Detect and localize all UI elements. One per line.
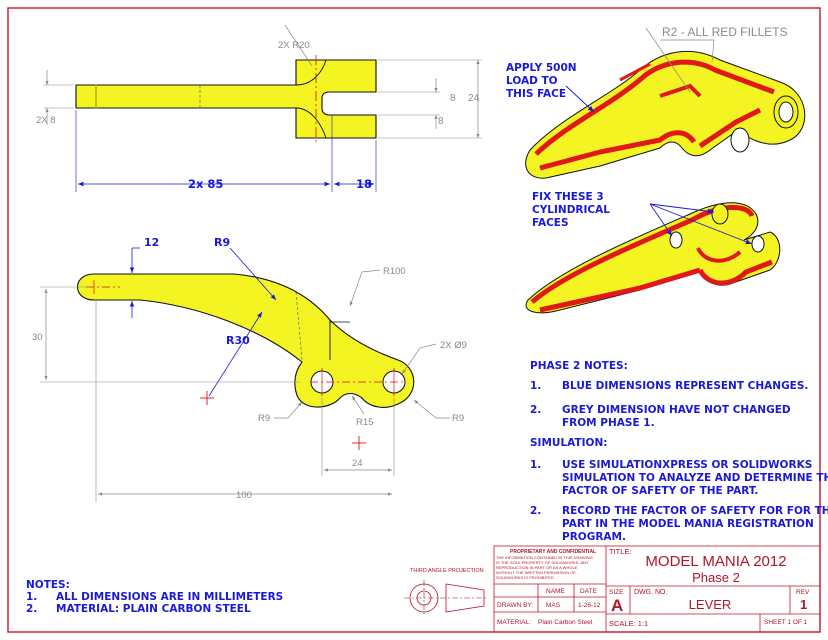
- sim-2-line-1: RECORD THE FACTOR OF SAFETY FOR FOR THE: [562, 505, 828, 517]
- projection-label: THIRD ANGLE PROJECTION: [410, 568, 484, 574]
- date-value: 1-26-12: [578, 602, 601, 609]
- length-label: 2x 85: [188, 177, 223, 191]
- name-header: NAME: [546, 588, 565, 595]
- fork-dim: 8: [438, 116, 444, 127]
- title-label: TITLE:: [609, 547, 632, 556]
- slot-dim: 8: [450, 93, 456, 104]
- fillet-label: 2X R20: [278, 40, 310, 51]
- size-label: SIZE: [609, 589, 624, 596]
- date-header: DATE: [580, 588, 598, 595]
- general-notes: NOTES: 1. ALL DIMENSIONS ARE IN MILLIMET…: [26, 579, 283, 615]
- note-2-num: 2.: [26, 603, 37, 615]
- fix-note-2: CYLINDRICAL: [532, 204, 610, 216]
- phase-note-2-num: 2.: [530, 404, 541, 416]
- overall-label: 100: [236, 490, 252, 501]
- fork-length: 18: [356, 177, 372, 191]
- phase-note-2-line-1: GREY DIMENSION HAVE NOT CHANGED: [562, 404, 791, 416]
- drawn-by-label: DRAWN BY:: [497, 602, 533, 609]
- load-note-3: THIS FACE: [506, 88, 566, 100]
- r100-label: R100: [383, 266, 406, 277]
- proprietary-line-1: THE INFORMATION CONTAINED IN THIS DRAWIN…: [496, 555, 593, 560]
- r9-label: R9: [214, 236, 230, 249]
- notes-header: NOTES:: [26, 579, 70, 591]
- sim-1-num: 1.: [530, 459, 541, 471]
- side-view: 12 R9 R100 R30 30 2X Ø9 R9 R9 R15 24 100: [32, 236, 467, 502]
- spacing-label: 24: [352, 458, 363, 469]
- drawn-by-value: MAS: [546, 602, 561, 609]
- material-label: MATERIAL:: [497, 619, 531, 626]
- phase-note-2-line-2: FROM PHASE 1.: [562, 417, 655, 429]
- phase-note-1-num: 1.: [530, 380, 541, 392]
- phase-notes: PHASE 2 NOTES: 1. BLUE DIMENSIONS REPRES…: [530, 360, 828, 543]
- sim-2-line-3: PROGRAM.: [562, 531, 626, 543]
- dwg-label: DWG. NO.: [634, 589, 667, 596]
- phase-notes-header: PHASE 2 NOTES:: [530, 360, 628, 372]
- iso-view-fix: FIX THESE 3 CYLINDRICAL FACES: [525, 191, 781, 314]
- rev-label: REV: [796, 589, 810, 596]
- sim-1-line-3: FACTOR OF SAFETY OF THE PART.: [562, 485, 758, 497]
- overall-width: 24: [468, 93, 480, 104]
- fix-note-3: FACES: [532, 217, 569, 229]
- scale-label: SCALE: 1:1: [609, 619, 648, 628]
- proprietary-line-3: REPRODUCTION IN PART OR AS A WHOLE: [496, 565, 578, 570]
- r9-left-label: R9: [258, 413, 270, 424]
- simulation-header: SIMULATION:: [530, 437, 607, 449]
- r9-right-label: R9: [452, 413, 464, 424]
- sim-1-line-2: SIMULATION TO ANALYZE AND DETERMINE THE: [562, 472, 828, 484]
- phase-note-1-line-1: BLUE DIMENSIONS REPRESENT CHANGES.: [562, 380, 808, 392]
- title-line-1: MODEL MANIA 2012: [645, 553, 786, 570]
- sim-2-line-2: PART IN THE MODEL MANIA REGISTRATION: [562, 518, 814, 530]
- fix-note-1: FIX THESE 3: [532, 191, 604, 203]
- holes-label: 2X Ø9: [440, 340, 467, 351]
- width-label: 2X 8: [36, 115, 56, 126]
- proprietary-line-5: SOLIDWORKS IS PROHIBITED.: [496, 575, 555, 580]
- material-value: Plain Carbon Steel: [538, 619, 593, 626]
- rev-value: 1: [800, 597, 807, 612]
- sim-2-num: 2.: [530, 505, 541, 517]
- top-view: 2X R20 2X 8 8 8 24 2x 85 18: [36, 24, 482, 192]
- iso-view-load: R2 - ALL RED FILLETS APPLY 500N LOAD TO …: [506, 25, 806, 179]
- load-note-2: LOAD TO: [506, 75, 558, 87]
- title-line-2: Phase 2: [692, 570, 740, 585]
- sheet-border: [7, 7, 821, 633]
- proprietary-line-4: WITHOUT THE WRITTEN PERMISSION OF: [496, 570, 576, 575]
- height-label: 30: [32, 332, 43, 343]
- size-value: A: [611, 596, 623, 615]
- load-note-1: APPLY 500N: [506, 62, 577, 74]
- projection-symbol: THIRD ANGLE PROJECTION: [404, 568, 486, 616]
- note-2-text: MATERIAL: PLAIN CARBON STEEL: [56, 603, 251, 615]
- proprietary-line-2: IS THE SOLE PROPERTY OF SOLIDWORKS. ANY: [496, 560, 589, 565]
- thickness-label: 12: [144, 236, 159, 249]
- note-1-text: ALL DIMENSIONS ARE IN MILLIMETERS: [56, 591, 283, 603]
- dwg-number: LEVER: [689, 597, 732, 612]
- r15-label: R15: [356, 417, 373, 428]
- fillet-note: R2 - ALL RED FILLETS: [662, 25, 788, 39]
- r30-label: R30: [226, 334, 250, 347]
- title-block: PROPRIETARY AND CONFIDENTIAL THE INFORMA…: [493, 545, 821, 633]
- sheet-label: SHEET 1 OF 1: [764, 619, 808, 626]
- note-1-num: 1.: [26, 591, 37, 603]
- sim-1-line-1: USE SIMULATIONXPRESS OR SOLIDWORKS: [562, 459, 812, 471]
- proprietary-title: PROPRIETARY AND CONFIDENTIAL: [510, 549, 596, 555]
